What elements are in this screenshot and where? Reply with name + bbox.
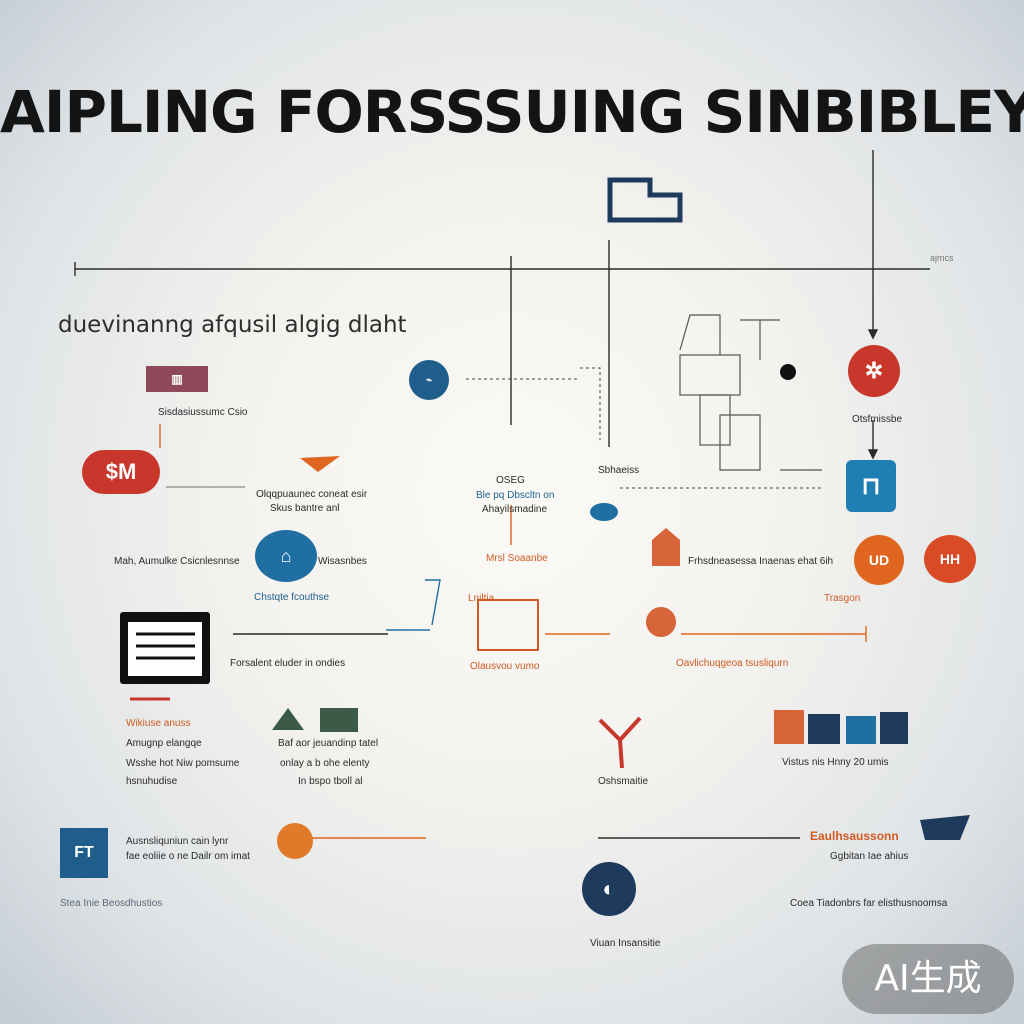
label-10: hsnuhudise	[126, 776, 178, 787]
node-blue-left[interactable]: ⌁	[409, 360, 449, 400]
storefront-tile: ▥	[146, 366, 208, 392]
label-34: Coea Tiadonbrs far elisthusnoomsa	[790, 898, 948, 909]
node-blue-dome[interactable]: ⌂	[255, 530, 317, 582]
label-2: Olqqpuaunec coneat esir	[256, 489, 368, 500]
label-32: Eaulhsaussonn	[810, 829, 899, 843]
storefront-icon: ▥	[171, 372, 183, 386]
node-black-dot	[780, 364, 796, 380]
label-8: Amugnp elangqe	[126, 738, 202, 749]
label-18: Ble pq Dbscltn on	[476, 490, 555, 501]
label-15: fae eoliie o ne Dailr om imat	[126, 851, 250, 862]
label-4: Mah, Aumulke Csicnlesnnse	[114, 556, 240, 567]
network-icon: ⌁	[425, 374, 433, 386]
label-12: onlay a b ohe elenty	[280, 758, 370, 769]
store-banner-shape	[146, 366, 208, 392]
label-6: Forsalent eluder in ondies	[230, 658, 346, 669]
label-25: Otsfmissbe	[852, 414, 903, 425]
label-11: Baf aor jeuandinp tatel	[278, 738, 379, 749]
node-hh[interactable]: HH	[924, 535, 976, 583]
subtitle: duevinanng afqusil algig dlaht	[58, 312, 407, 338]
label-14: Ausnsliquniun cain lynr	[126, 836, 229, 847]
label-13: In bspo tboll al	[298, 776, 363, 787]
ai-generated-badge: AI生成	[842, 944, 1014, 1014]
label-27: Oavlichuqgeoa tsusliqurn	[676, 658, 789, 669]
node-orange-bottom[interactable]	[277, 823, 313, 859]
label-1: Sisdasiussumc Csio	[158, 407, 248, 418]
node-orange-small[interactable]	[646, 607, 676, 637]
chart-icon: ⊓	[861, 472, 881, 500]
label-21: Wisasnbes	[318, 556, 367, 567]
node-ud[interactable]: UD	[854, 535, 904, 585]
label-19: Ahayilsmadine	[482, 504, 548, 515]
label-24: Olausvou vumo	[470, 661, 540, 672]
label-31: Trasgon	[824, 593, 861, 604]
label-33: Ggbitan Iae ahius	[830, 851, 909, 862]
label-3: Skus bantre anl	[270, 503, 340, 514]
label-29: Oshsmaitie	[598, 776, 649, 787]
node-sm[interactable]: $M	[82, 450, 160, 494]
label-20: Sbhaeiss	[598, 465, 640, 476]
gear-icon: ✲	[864, 358, 884, 383]
label-5: Chstqte fcouthse	[254, 592, 330, 603]
axis-note: ajmcs	[930, 253, 954, 263]
page-title: AIPLING FORSSSUING SINBIBLEY	[0, 78, 1024, 146]
label-7: Wikiuse anuss	[126, 718, 191, 729]
label-30: Viuan Insansitie	[590, 938, 661, 949]
node-blue-square[interactable]: ⊓	[846, 460, 896, 512]
node-blue-cup	[590, 503, 618, 521]
label-28: Vistus nis Hnny 20 umis	[782, 757, 889, 768]
label-23: Lniltia	[468, 593, 495, 604]
building-icon: ⌂	[280, 545, 292, 566]
label-17: OSEG	[496, 475, 525, 486]
machinery-icon: ◐	[602, 876, 616, 901]
label-26: Frhsdneasessa Inaenas ehat 6ih	[688, 556, 834, 567]
node-blue-tile[interactable]: FT	[74, 844, 94, 861]
label-16: Stea Inie Beosdhustios	[60, 898, 163, 909]
node-red-top[interactable]: ✲	[848, 345, 900, 397]
node-navy-bottom[interactable]: ◐	[582, 862, 636, 916]
label-22: Mrsl Soaanbe	[486, 553, 548, 564]
label-9: Wsshe hot Niw pomsume	[126, 758, 240, 769]
